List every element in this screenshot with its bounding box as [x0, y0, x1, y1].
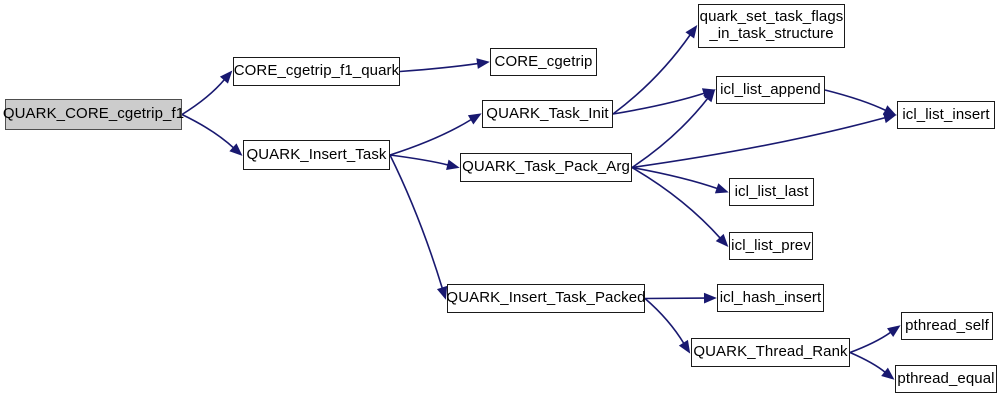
graph-node-label: pthread_equal [897, 369, 995, 387]
graph-edge-quark_thread_rank-to-pthread_self [849, 331, 892, 354]
graph-node-label: icl_hash_insert [719, 288, 822, 306]
graph-node-icl_list_insert[interactable]: icl_list_insert [897, 101, 995, 129]
graph-node-label: CORE_cgetrip_f1_quark [233, 62, 400, 80]
graph-node-icl_list_append[interactable]: icl_list_append [716, 76, 825, 104]
graph-edge-quark_insert_task-to-quark_task_pack_arg [389, 154, 449, 166]
graph-node-label: QUARK_Thread_Rank [693, 343, 848, 361]
graph-node-label: quark_set_task_flags _in_task_structure [699, 8, 844, 42]
graph-edge-quark_insert_task_packed-to-quark_thread_rank [644, 297, 685, 345]
graph-node-label: QUARK_Task_Pack_Arg [462, 158, 630, 176]
graph-edge-quark_task_pack_arg-to-icl_list_insert [631, 116, 887, 169]
graph-node-pthread_self[interactable]: pthread_self [901, 312, 993, 340]
graph-edge-quark_insert_task-to-quark_insert_task_packed [389, 154, 444, 290]
graph-edge-quark_task_pack_arg-to-icl_list_append [631, 97, 709, 169]
graph-node-label: CORE_cgetrip [494, 52, 593, 70]
graph-edge-core_cgetrip_f1_quark-to-core_cgetrip [399, 62, 479, 73]
graph-node-quark_insert_task_packed[interactable]: QUARK_Insert_Task_Packed [446, 284, 645, 313]
graph-node-label: pthread_self [905, 316, 989, 334]
graph-node-label: QUARK_Insert_Task_Packed [446, 289, 646, 307]
graph-node-label: QUARK_Task_Init [486, 104, 609, 122]
graph-edge-quark_insert_task-to-quark_task_init [389, 118, 473, 156]
graph-node-quark_core_cgetrip_f1[interactable]: QUARK_CORE_cgetrip_f1 [3, 99, 184, 130]
graph-node-core_cgetrip[interactable]: CORE_cgetrip [490, 48, 597, 76]
graph-node-icl_list_prev[interactable]: icl_list_prev [729, 232, 813, 260]
graph-node-quark_task_init[interactable]: QUARK_Task_Init [482, 100, 613, 128]
graph-node-label: icl_list_prev [731, 236, 811, 254]
graph-node-quark_thread_rank[interactable]: QUARK_Thread_Rank [691, 338, 850, 367]
graph-node-quark_insert_task[interactable]: QUARK_Insert_Task [243, 140, 390, 170]
graph-edge-quark_task_pack_arg-to-icl_list_last [631, 166, 719, 190]
graph-node-icl_hash_insert[interactable]: icl_hash_insert [717, 284, 824, 312]
graph-edge-quark_core_cgetrip_f1-to-quark_insert_task [181, 113, 235, 149]
graph-edge-quark_core_cgetrip_f1-to-core_cgetrip_f1_quark [181, 78, 226, 116]
graph-node-icl_list_last[interactable]: icl_list_last [729, 178, 814, 206]
graph-node-label: QUARK_Insert_Task [246, 145, 387, 163]
graph-node-core_cgetrip_f1_quark[interactable]: CORE_cgetrip_f1_quark [233, 57, 400, 86]
graph-edge-quark_task_init-to-icl_list_append [612, 92, 706, 115]
graph-node-quark_task_pack_arg[interactable]: QUARK_Task_Pack_Arg [460, 153, 632, 182]
graph-edge-quark_task_init-to-quark_set_task_flags_in_task_structure [612, 33, 692, 115]
graph-edge-quark_thread_rank-to-pthread_equal [849, 351, 887, 374]
graph-edge-icl_list_append-to-icl_list_insert [824, 89, 887, 112]
graph-node-label: icl_list_last [734, 182, 809, 200]
graph-node-quark_set_task_flags_in_task_structure[interactable]: quark_set_task_flags _in_task_structure [698, 4, 845, 48]
graph-node-pthread_equal[interactable]: pthread_equal [895, 365, 997, 393]
graph-edge-quark_task_pack_arg-to-icl_list_prev [631, 166, 722, 240]
graph-node-label: icl_list_insert [902, 105, 990, 123]
graph-node-label: icl_list_append [720, 80, 821, 98]
graph-node-label: QUARK_CORE_cgetrip_f1 [2, 105, 185, 123]
